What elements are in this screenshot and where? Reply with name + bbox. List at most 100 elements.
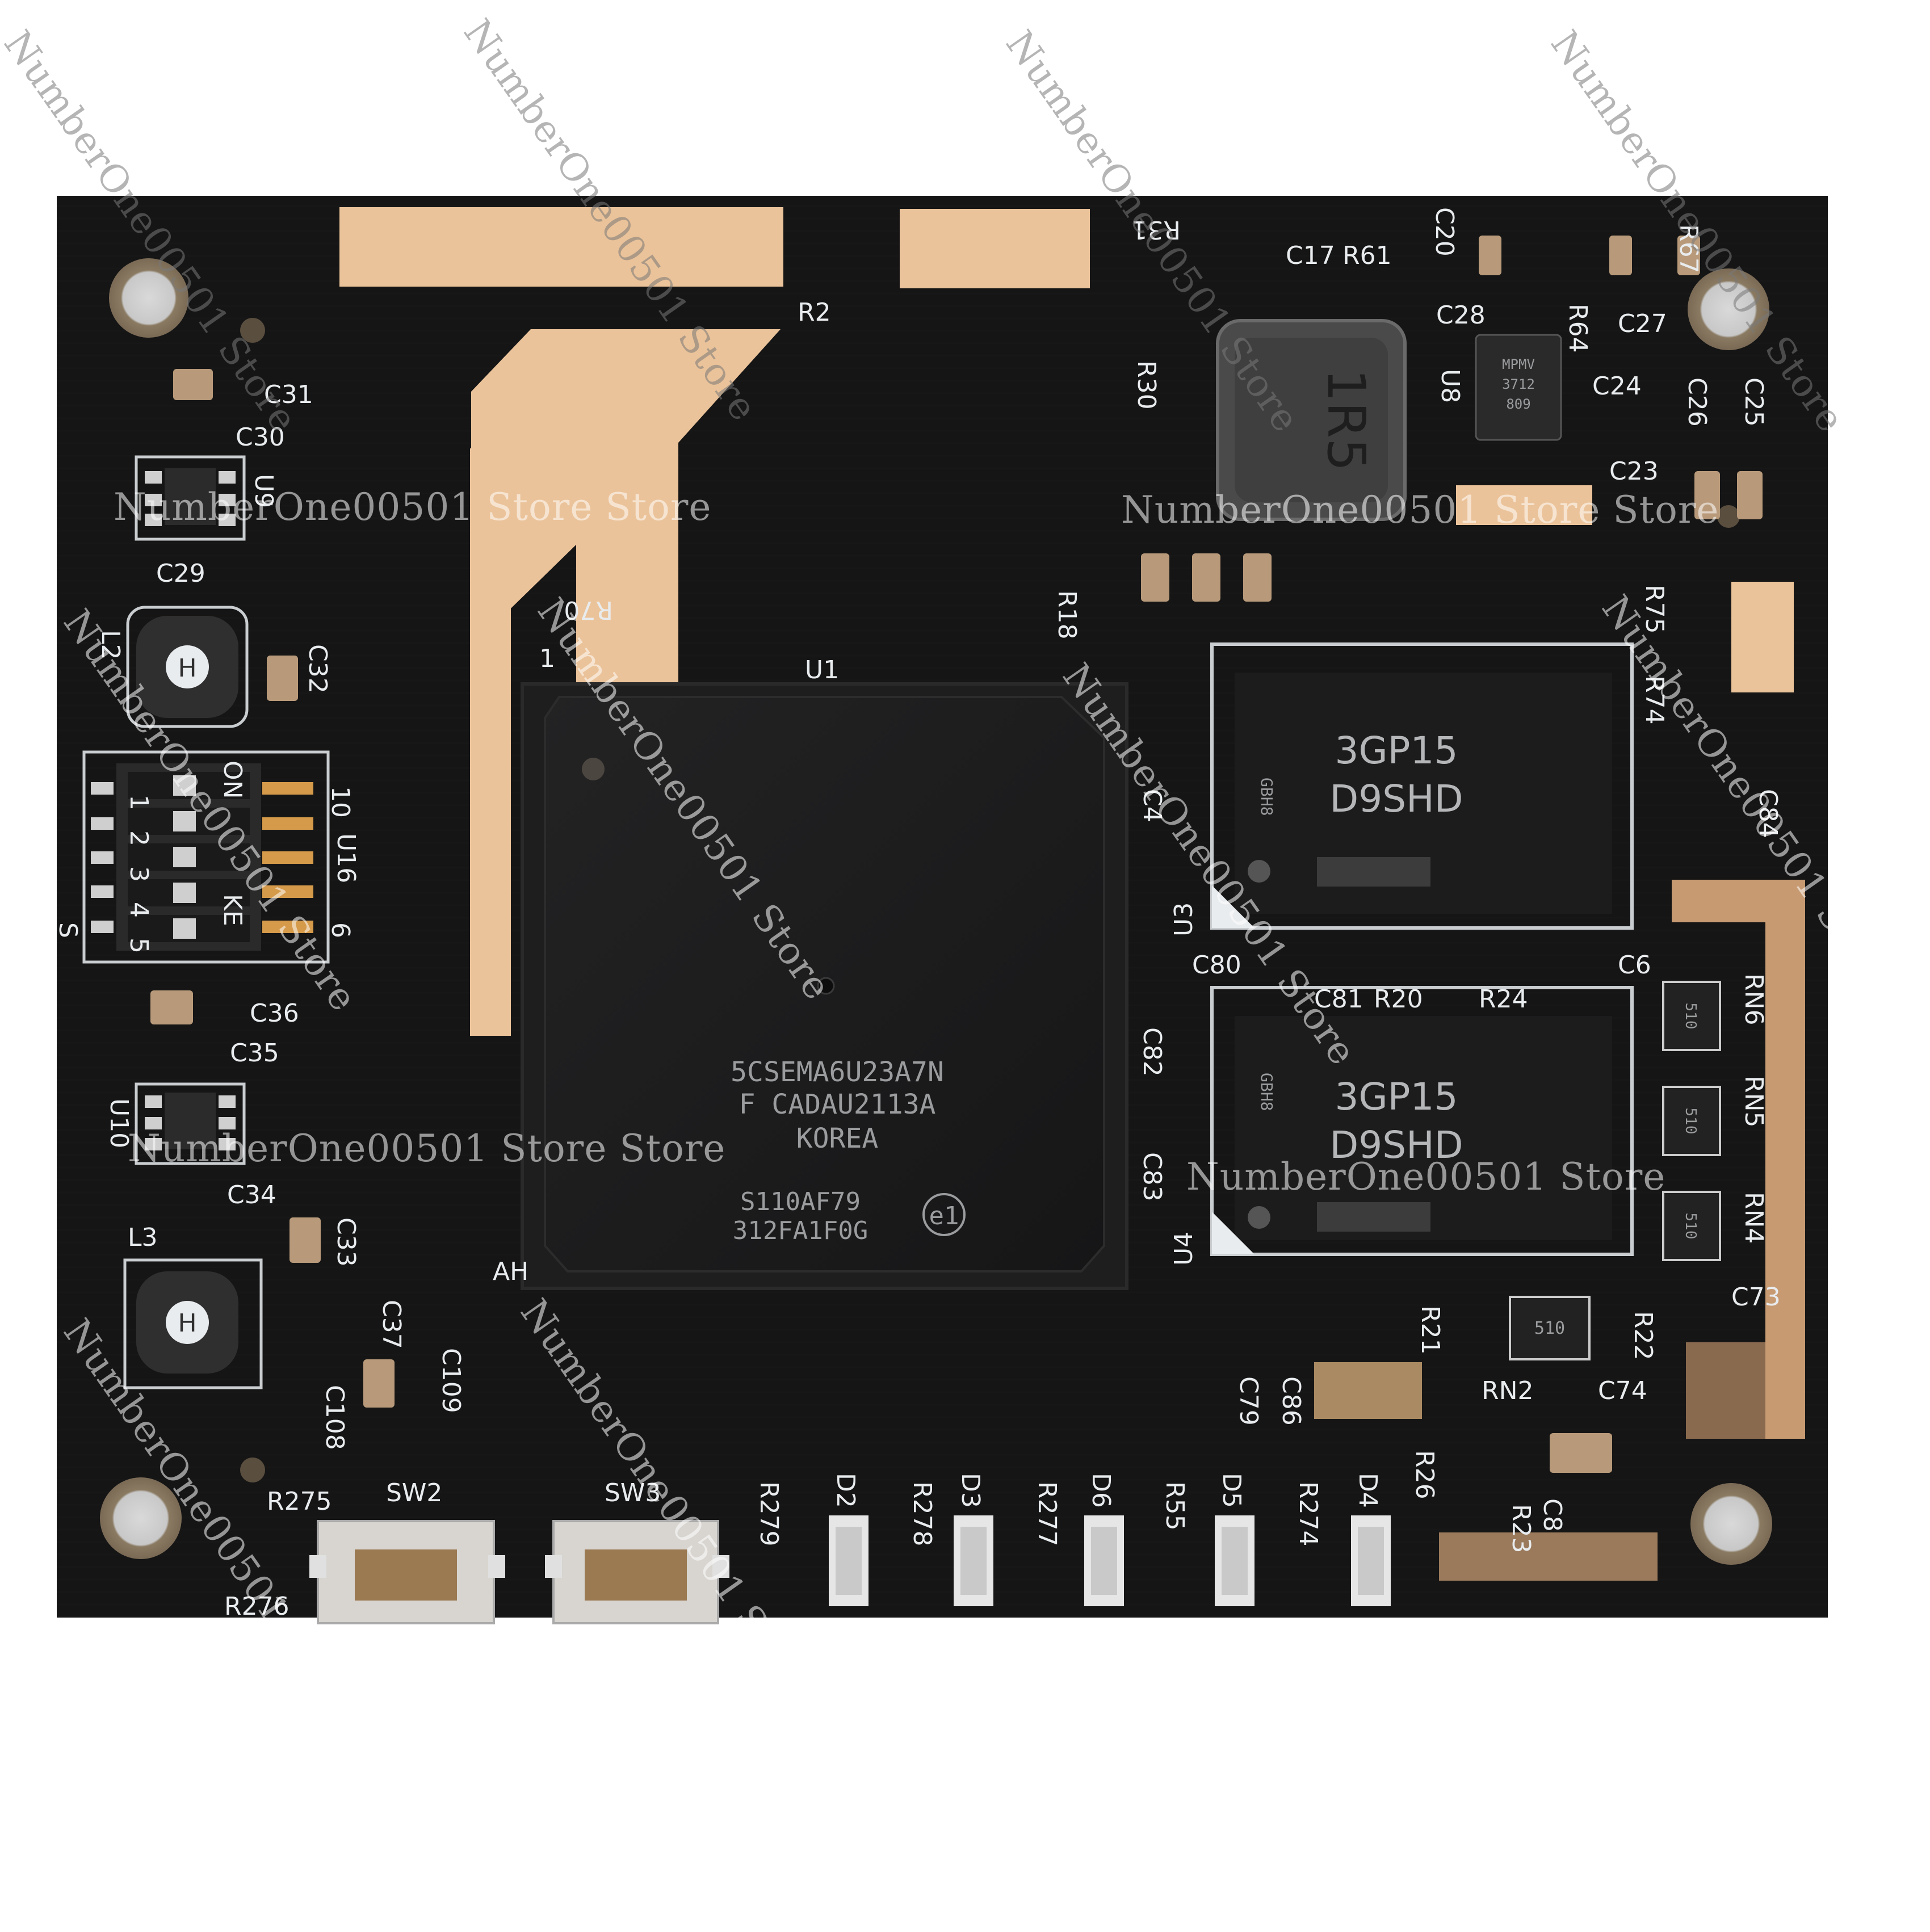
svg-text:510: 510 <box>1682 1213 1699 1240</box>
svg-text:D4: D4 <box>1353 1473 1382 1508</box>
svg-text:D2: D2 <box>831 1473 860 1508</box>
svg-text:510: 510 <box>1682 1108 1699 1135</box>
svg-text:C31: C31 <box>264 380 313 409</box>
svg-text:3712: 3712 <box>1502 376 1535 392</box>
svg-text:C30: C30 <box>236 423 285 452</box>
watermark: NumberOne00501 Store <box>1186 1155 1666 1199</box>
svg-text:R70: R70 <box>564 595 613 624</box>
fpga-marking-line3: KOREA <box>796 1123 879 1154</box>
svg-text:D3: D3 <box>956 1473 985 1508</box>
svg-text:R23: R23 <box>1507 1504 1535 1553</box>
svg-text:C108: C108 <box>320 1385 349 1450</box>
svg-text:C80: C80 <box>1192 951 1241 980</box>
svg-text:C17: C17 <box>1286 241 1335 270</box>
ic-u10: U10 <box>104 1082 246 1165</box>
svg-text:C109: C109 <box>437 1348 465 1413</box>
silkscreen-labels: C31 C30 C29 C32 C36 C35 C34 C33 C37 C108… <box>156 207 1782 1621</box>
label-pin1: 1 <box>539 644 555 673</box>
dip-switch-u16: ON KE 1 2 3 4 5 10 6 U8 S U16 <box>53 750 360 964</box>
tactile-switch-sw2: SW2 <box>309 1479 505 1624</box>
svg-text:C26: C26 <box>1683 377 1711 427</box>
fpga-marking-line1: 5CSEMA6U23A7N <box>731 1056 944 1088</box>
inductor-l2: H L2 <box>96 606 249 728</box>
svg-text:U8: U8 <box>1436 369 1465 403</box>
ddr-chip-top: 3GP15 D9SHD GBH8 U3 <box>1169 642 1634 936</box>
svg-text:RN5: RN5 <box>1739 1076 1768 1127</box>
resistor-network-rn6: 510 RN6 <box>1662 973 1768 1051</box>
passive-components <box>150 236 1763 1473</box>
ddr-bottom-line2: D9SHD <box>1329 1123 1463 1167</box>
svg-text:KE: KE <box>218 894 247 926</box>
svg-text:R278: R278 <box>908 1481 937 1547</box>
svg-text:ON: ON <box>218 761 247 799</box>
svg-text:R277: R277 <box>1033 1481 1062 1547</box>
svg-text:1: 1 <box>124 795 153 810</box>
resistor-network-rn4: 510 RN4 <box>1662 1191 1768 1261</box>
watermark: NumberOne00501 Store Store <box>114 485 712 529</box>
svg-text:C25: C25 <box>1739 377 1768 427</box>
svg-text:C33: C33 <box>332 1217 360 1267</box>
svg-text:R2: R2 <box>798 298 831 327</box>
svg-text:C37: C37 <box>377 1300 406 1349</box>
svg-text:L2: L2 <box>96 630 125 660</box>
fpga-chip: 5CSEMA6U23A7N F CADAU2113A KOREA S110AF7… <box>493 644 1128 1290</box>
l1-marking: 1R5 <box>1316 369 1377 472</box>
svg-text:C6: C6 <box>1618 951 1651 980</box>
svg-text:H: H <box>178 1309 196 1338</box>
svg-text:C81: C81 <box>1314 985 1363 1014</box>
led-d2: D2 <box>829 1473 868 1606</box>
svg-text:U9: U9 <box>249 474 278 508</box>
svg-text:C8: C8 <box>1538 1498 1567 1532</box>
svg-text:R21: R21 <box>1416 1305 1445 1355</box>
led-d3: D3 <box>954 1473 993 1606</box>
mounting-hole-tr <box>1688 268 1769 350</box>
mounting-hole-bl <box>100 1477 182 1559</box>
svg-text:6: 6 <box>326 922 355 938</box>
svg-text:D6: D6 <box>1086 1473 1115 1508</box>
svg-text:C23: C23 <box>1609 457 1659 486</box>
svg-text:510: 510 <box>1534 1318 1565 1338</box>
svg-text:R75: R75 <box>1640 585 1669 634</box>
svg-text:L3: L3 <box>128 1223 158 1252</box>
mounting-hole-tl <box>109 258 188 338</box>
tactile-switch-sw3: SW3 <box>545 1479 729 1624</box>
svg-text:R74: R74 <box>1640 675 1669 725</box>
svg-text:R30: R30 <box>1132 360 1161 410</box>
svg-text:R31: R31 <box>1131 215 1181 244</box>
svg-text:4: 4 <box>124 902 153 918</box>
svg-text:C34: C34 <box>227 1181 276 1209</box>
fpga-marking-line2: F CADAU2113A <box>739 1089 936 1120</box>
svg-text:R24: R24 <box>1479 985 1528 1014</box>
svg-text:R20: R20 <box>1374 985 1423 1014</box>
resistor-network-rn2: 510 RN2 <box>1482 1296 1591 1405</box>
label-u3: U3 <box>1169 902 1198 936</box>
svg-text:R55: R55 <box>1160 1481 1189 1531</box>
svg-text:C35: C35 <box>230 1039 279 1068</box>
svg-text:809: 809 <box>1506 396 1530 412</box>
svg-text:R279: R279 <box>754 1481 783 1547</box>
inductor-l3: H L3 <box>123 1223 263 1389</box>
fpga-marking-line4: S110AF79 <box>740 1187 861 1216</box>
svg-text:510: 510 <box>1682 1003 1699 1030</box>
svg-text:3: 3 <box>124 866 153 882</box>
svg-text:R18: R18 <box>1052 590 1081 640</box>
resistor-network-rn5: 510 RN5 <box>1662 1076 1768 1156</box>
svg-text:R67: R67 <box>1674 224 1703 274</box>
svg-text:MPMV: MPMV <box>1502 356 1535 372</box>
svg-text:C84: C84 <box>1753 789 1782 838</box>
svg-text:R26: R26 <box>1410 1450 1439 1500</box>
svg-text:C29: C29 <box>156 559 205 588</box>
svg-text:H: H <box>178 654 196 683</box>
svg-text:SW2: SW2 <box>386 1479 442 1507</box>
svg-text:R274: R274 <box>1294 1481 1323 1547</box>
svg-text:R61: R61 <box>1342 241 1392 270</box>
svg-text:C4: C4 <box>1138 789 1167 822</box>
led-d6: D6 <box>1084 1473 1124 1606</box>
ddr-top-side: GBH8 <box>1257 778 1276 816</box>
label-u4: U4 <box>1169 1232 1198 1266</box>
svg-text:C27: C27 <box>1618 309 1667 338</box>
svg-text:C32: C32 <box>303 644 332 694</box>
label-u1: U1 <box>805 656 839 684</box>
